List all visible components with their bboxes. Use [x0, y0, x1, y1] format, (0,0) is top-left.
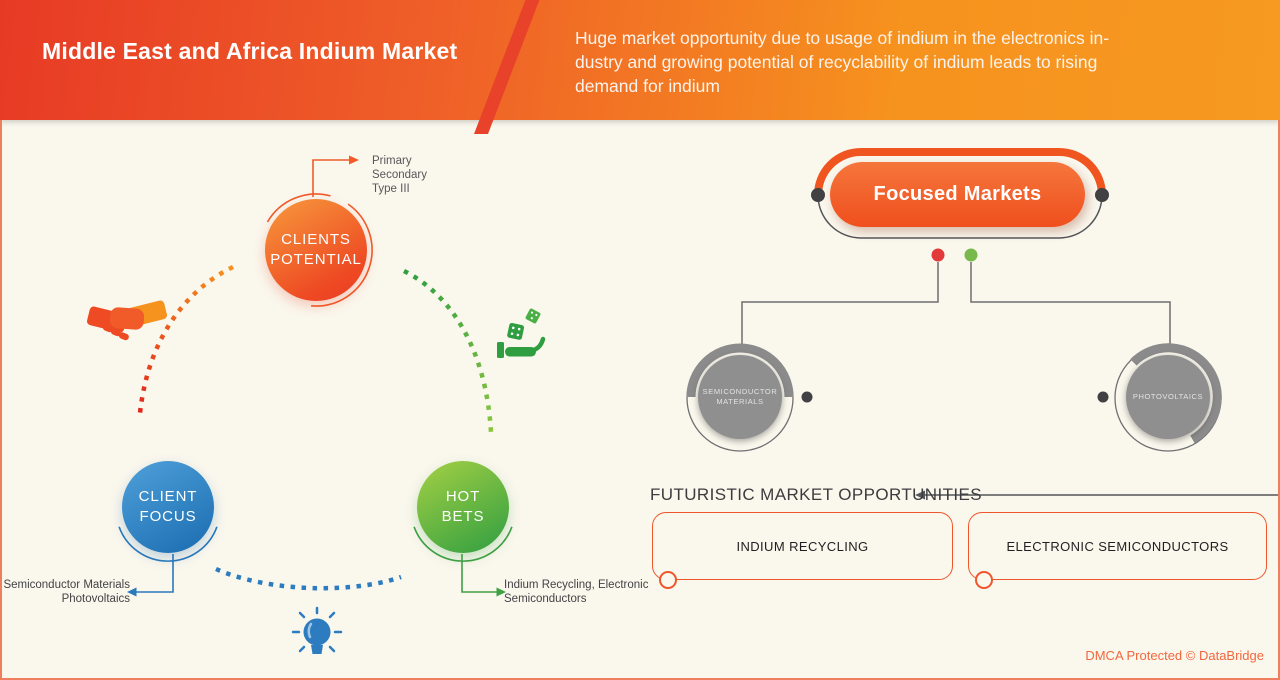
annotation-line: Secondary: [372, 169, 427, 181]
box-corner-ring: [975, 571, 993, 589]
clients-potential-annotation: Primary Secondary Type III: [372, 154, 427, 196]
header-subtitle: Huge market opportunity due to usage of …: [575, 26, 1265, 98]
annotation-line: Photovoltaics: [61, 593, 130, 605]
photovoltaics-node: PHOTOVOLTAICS: [1126, 355, 1210, 439]
node-label: CLIENTS: [281, 231, 351, 248]
focused-markets-label: Focused Markets: [873, 183, 1042, 205]
right-anchor-dot: [1095, 188, 1109, 202]
focused-markets-outline: [811, 148, 1109, 239]
node-label: PHOTOVOLTAICS: [1132, 392, 1204, 401]
node-label: POTENTIAL: [270, 251, 362, 268]
photovoltaics-side-dot: [1097, 391, 1109, 403]
opportunities-arrow: [915, 490, 1280, 500]
semiconductor-materials-node: SEMICONDUCTOR MATERIALS: [698, 355, 782, 439]
arrow-left-icon: [127, 587, 137, 597]
arrow-left-icon: [915, 490, 925, 500]
red-branch-dot: [931, 248, 945, 262]
node-label: BETS: [441, 508, 485, 525]
node-label: HOT: [445, 488, 481, 505]
subtitle-line: dustry and growing potential of recyclab…: [575, 52, 1098, 72]
page-title: Middle East and Africa Indium Market: [42, 38, 458, 64]
hot-bets-connector: [461, 554, 506, 597]
semiconductor-side-dot: [801, 391, 813, 403]
box-corner-ring: [659, 571, 677, 589]
node-label: FOCUS: [139, 508, 197, 525]
arrow-right-icon: [496, 587, 506, 597]
node-label: SEMICONDUCTOR: [702, 387, 778, 396]
opportunity-label: INDIUM RECYCLING: [736, 538, 869, 554]
header-banner: Middle East and Africa Indium Market Hug…: [0, 0, 1280, 134]
dice-hand-icon: [497, 308, 546, 358]
dmca-badge: DMCA Protected © DataBridge: [1085, 648, 1264, 663]
orange-dotted-arc: [137, 264, 234, 414]
left-anchor-dot: [811, 188, 825, 202]
annotation-line: Semiconductors: [504, 593, 587, 605]
subtitle-line: demand for indium: [575, 76, 720, 96]
tree-connectors: [741, 262, 1171, 352]
annotation-line: Semiconductor Materials: [3, 579, 130, 591]
client-focus-connector: [127, 554, 174, 597]
opportunities-heading: FUTURISTIC MARKET OPPORTUNITIES: [650, 485, 982, 504]
opportunity-label: ELECTRONIC SEMICONDUCTORS: [1006, 538, 1229, 554]
diagram-overlay: [86, 148, 1280, 654]
annotation-line: Primary: [372, 155, 412, 167]
hot-bets-annotation: Indium Recycling, Electronic Semiconduct…: [504, 578, 648, 606]
client-focus-node: CLIENT FOCUS: [122, 461, 214, 553]
green-branch-dot: [964, 248, 978, 262]
hot-bets-arc: [413, 526, 513, 562]
lightbulb-icon: [291, 606, 343, 654]
annotation-line: Type III: [372, 183, 410, 195]
opportunity-box-indium-recycling: INDIUM RECYCLING: [652, 512, 953, 580]
node-label: MATERIALS: [716, 397, 764, 406]
node-label: CLIENT: [138, 488, 198, 505]
handshake-icon: [86, 300, 168, 341]
subtitle-line: Huge market opportunity due to usage of …: [575, 28, 1110, 48]
semiconductor-ring: [686, 343, 794, 452]
diagram-area: CLIENTS POTENTIAL CLIENT FOCUS HOT BETS …: [0, 120, 1280, 680]
clients-potential-connector: [312, 155, 359, 197]
photovoltaics-ring: [1114, 343, 1222, 452]
clients-potential-arc: [266, 193, 373, 307]
client-focus-arc: [118, 526, 218, 562]
diagonal-stripe: [473, 0, 545, 134]
focused-markets-pill: Focused Markets: [830, 162, 1085, 227]
green-dotted-arc: [402, 268, 494, 433]
hot-bets-node: HOT BETS: [417, 461, 509, 553]
clients-potential-node: CLIENTS POTENTIAL: [265, 199, 367, 301]
annotation-line: Indium Recycling, Electronic: [504, 579, 649, 591]
client-focus-annotation: Semiconductor Materials Photovoltaics: [0, 578, 130, 606]
arrow-right-icon: [349, 155, 359, 165]
blue-dotted-arc: [215, 566, 402, 591]
opportunity-box-electronic-semiconductors: ELECTRONIC SEMICONDUCTORS: [968, 512, 1267, 580]
